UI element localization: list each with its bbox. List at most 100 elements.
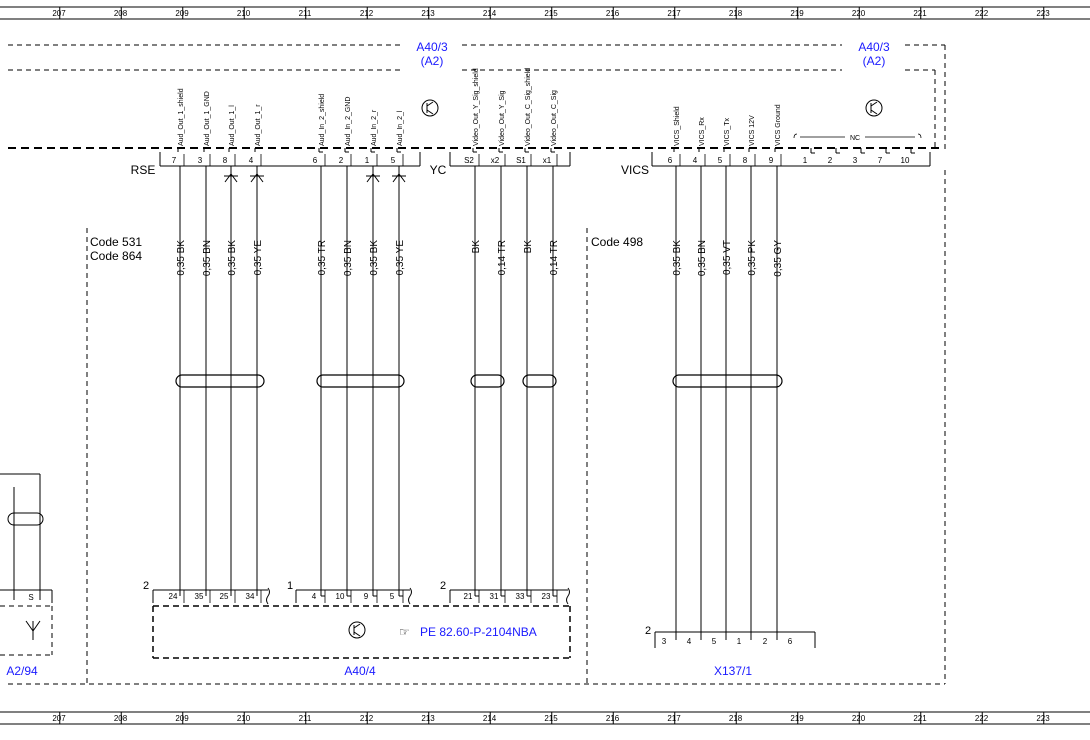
pin-signal-label: VICS_Shield	[674, 106, 681, 146]
grid-column-label: 210	[237, 714, 251, 723]
ground-arrow-icon	[392, 173, 406, 183]
grid-column-label: 222	[975, 714, 989, 723]
pin-signal-label: Video_Out_Y_Sig_shield	[473, 68, 480, 146]
grid-column-label: 220	[852, 9, 866, 18]
grid-column-label: 223	[1036, 9, 1050, 18]
grid-column-label: 216	[606, 714, 620, 723]
bottom-pin-number: 4	[687, 637, 692, 646]
wire-gauge-color-label: 0,35 YE	[395, 240, 406, 276]
pin-number: 4	[249, 156, 254, 165]
grid-column-label: 221	[913, 714, 927, 723]
module-a2-94-name: A2/94	[6, 664, 38, 678]
twisted-pair-shield	[522, 374, 557, 388]
grid-column-label: 211	[299, 9, 312, 18]
nc-pin-number: 7	[878, 156, 883, 165]
bottom-pin-number: 6	[788, 637, 793, 646]
module-a40-4-reference-link[interactable]: PE 82.60-P-2104NBA	[420, 625, 537, 639]
bottom-pin-number: 35	[195, 592, 204, 601]
pin-signal-label: Aud_In_2_r	[371, 109, 378, 146]
nc-bracket	[793, 133, 922, 139]
transistor-icon	[348, 621, 366, 639]
code-label: Code 531	[90, 235, 142, 249]
pin-number: 7	[172, 156, 177, 165]
pin-signal-label: Aud_Out_1_l	[229, 105, 236, 146]
pin-number: x1	[543, 156, 552, 165]
wire-gauge-color-label: 0,35 BN	[697, 240, 708, 276]
pin-signal-label: Video_Out_C_Sig_shield	[525, 68, 532, 146]
wire-gauge-color-label: 0,35 TR	[317, 240, 328, 275]
grid-ruler-top	[0, 6, 1090, 20]
grid-column-label: 213	[421, 9, 435, 18]
grid-column-label: 215	[544, 714, 558, 723]
ground-arrow-icon	[224, 173, 238, 183]
code-region-boundary	[8, 170, 946, 685]
pin-number: S1	[516, 156, 526, 165]
bottom-pin-number: 23	[542, 592, 551, 601]
bottom-pin-number: 25	[220, 592, 229, 601]
pin-signal-label: Aud_Out_1_r	[255, 104, 262, 146]
pin-signal-label: VICS_Rx	[699, 117, 706, 146]
grid-column-label: 218	[729, 9, 743, 18]
grid-column-label: 223	[1036, 714, 1050, 723]
twisted-pair-shield	[672, 374, 783, 388]
wire-gauge-color-label: BK	[471, 240, 482, 254]
pin-number: 2	[339, 156, 344, 165]
twisted-pair-shield	[316, 374, 405, 388]
pin-signal-label: Aud_In_2_shield	[319, 94, 326, 146]
pin-number: 6	[313, 156, 318, 165]
wire-gauge-color-label: 0,35 BK	[369, 240, 380, 276]
module-a40-4-boundary	[152, 605, 571, 659]
nc-label: NC	[850, 135, 860, 142]
wire-gauge-color-label: 0,35 BN	[202, 240, 213, 276]
grid-column-label: 207	[52, 714, 66, 723]
pin-number: S2	[464, 156, 474, 165]
bottom-pin-number: 4	[312, 592, 317, 601]
bottom-pin-number: 33	[516, 592, 525, 601]
code-label: Code 864	[90, 249, 142, 263]
pin-signal-label: VICS Ground	[775, 104, 782, 146]
grid-column-label: 212	[360, 9, 374, 18]
bottom-pin-number: 21	[464, 592, 473, 601]
pin-label: S	[28, 593, 33, 602]
wire-gauge-color-label: 0,35 VT	[722, 240, 733, 275]
grid-column-label: 214	[483, 714, 497, 723]
wire-gauge-color-label: 0,35 GY	[773, 240, 784, 277]
wire-gauge-color-label: 0,35 PK	[747, 240, 758, 276]
wire-gauge-color-label: 0,35 BK	[672, 240, 683, 276]
ground-arrow-icon	[250, 173, 264, 183]
grid-column-label: 217	[667, 9, 681, 18]
pin-number: 8	[743, 156, 748, 165]
grid-column-label: 210	[237, 9, 251, 18]
bottom-pin-number: 5	[712, 637, 717, 646]
bottom-pin-number: 9	[364, 592, 369, 601]
bottom-pin-number: 3	[662, 637, 667, 646]
grid-column-label: 218	[729, 714, 743, 723]
grid-column-label: 209	[175, 714, 189, 723]
ground-arrow-icon	[366, 173, 380, 183]
nc-pin-number: 2	[828, 156, 833, 165]
bottom-pin-number: 2	[763, 637, 768, 646]
module-a40-3-left-sub: (A2)	[421, 54, 444, 68]
wire-gauge-color-label: 0,14 TR	[549, 240, 560, 275]
connector-break-symbol	[566, 587, 570, 605]
twisted-pair-shield	[470, 374, 505, 388]
bottom-pin-number: 5	[390, 592, 395, 601]
bottom-pin-number: 34	[246, 592, 255, 601]
wire-layer: 2072072082082092092102102112112122122132…	[52, 7, 1050, 724]
pin-signal-label: Aud_In_2_GND	[345, 97, 352, 146]
pin-number: x2	[491, 156, 500, 165]
nc-pin-number: 1	[803, 156, 808, 165]
wire-gauge-color-label: 0,35 BK	[227, 240, 238, 276]
module-a40-3-left-name: A40/3	[416, 40, 448, 54]
transistor-icon	[421, 99, 439, 117]
wire-gauge-color-label: BK	[523, 240, 534, 254]
module-a40-3-right-sub: (A2)	[863, 54, 886, 68]
pin-signal-label: VICS 12V	[749, 115, 756, 146]
connector-yc-label: YC	[430, 163, 447, 177]
connector-group-number: 1	[287, 580, 293, 592]
module-x137-1-name: X137/1	[714, 664, 752, 678]
bottom-pin-number: 24	[169, 592, 178, 601]
grid-column-label: 212	[360, 714, 374, 723]
code-label: Code 498	[591, 235, 643, 249]
